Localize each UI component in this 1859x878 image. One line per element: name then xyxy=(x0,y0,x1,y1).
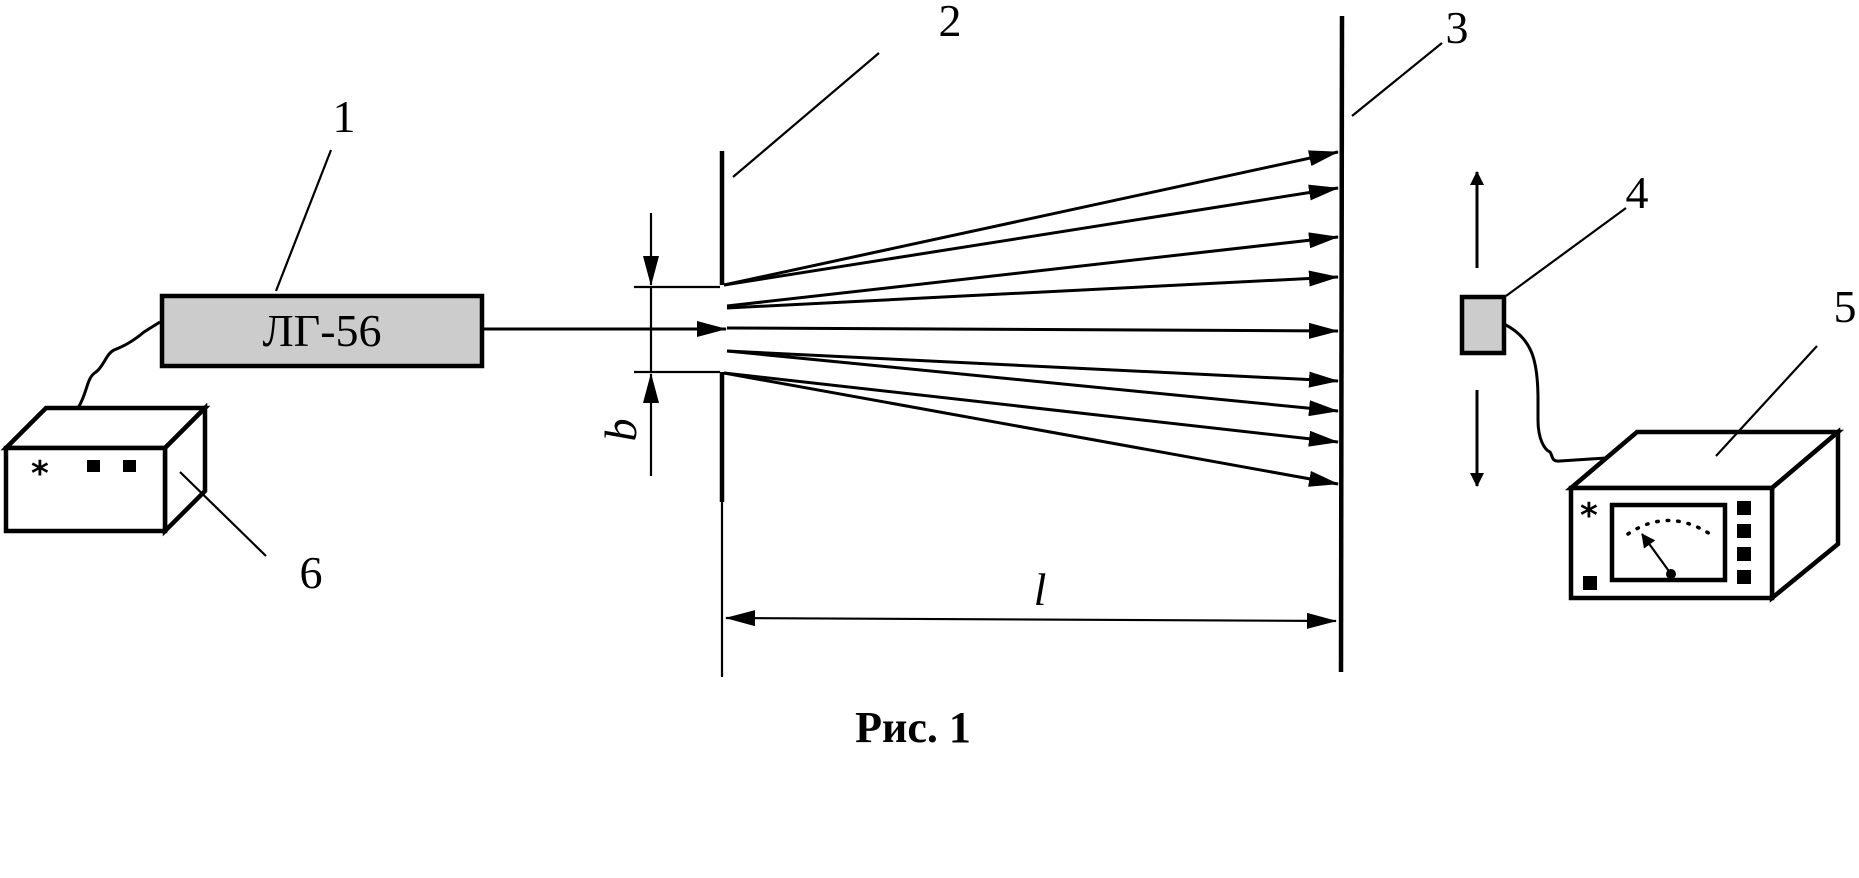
slit-width-label: b xyxy=(595,419,646,442)
ray xyxy=(723,150,1339,287)
diffracted-rays xyxy=(723,150,1339,487)
meter-needle-pivot xyxy=(1666,569,1676,579)
power-supply-star-mark: * xyxy=(31,454,49,494)
leader-lines xyxy=(179,42,1818,557)
ray xyxy=(726,232,1339,308)
distance-label: l xyxy=(1034,564,1047,615)
observation-screen xyxy=(1338,15,1345,673)
ray xyxy=(726,349,1339,417)
label-2: 2 xyxy=(939,0,962,46)
ray xyxy=(726,322,1339,339)
label-4: 4 xyxy=(1626,167,1649,218)
meter-indicator xyxy=(1583,576,1597,590)
meter-button xyxy=(1737,524,1751,538)
meter-button xyxy=(1737,570,1751,584)
slit-width-dimension: b xyxy=(595,213,720,476)
label-5: 5 xyxy=(1834,281,1857,332)
ray xyxy=(723,184,1339,287)
ray xyxy=(723,371,1339,487)
meter-needle xyxy=(1641,533,1672,575)
label-3: 3 xyxy=(1446,2,1469,53)
meter-scale-window xyxy=(1609,502,1728,583)
laser-model-label: ЛГ-56 xyxy=(262,305,381,356)
power-cable xyxy=(76,320,161,409)
meter-scale xyxy=(1626,518,1712,536)
label-1: 1 xyxy=(333,91,356,142)
ray xyxy=(726,270,1339,310)
signal-cable xyxy=(1503,322,1607,463)
meter-button xyxy=(1737,501,1751,515)
label-6: 6 xyxy=(300,547,323,598)
figure-caption: Рис. 1 xyxy=(855,703,971,752)
laser: ЛГ-56 xyxy=(159,293,485,369)
ray xyxy=(723,371,1339,447)
ray xyxy=(726,349,1339,388)
photodetector xyxy=(1459,171,1507,487)
distance-dimension: l xyxy=(725,564,1337,629)
power-supply-button xyxy=(123,460,136,472)
measuring-meter: * xyxy=(1564,427,1845,603)
meter-star-mark: * xyxy=(1580,496,1598,536)
power-supply: * xyxy=(0,402,211,537)
meter-button xyxy=(1737,547,1751,561)
power-supply-button xyxy=(87,460,100,472)
